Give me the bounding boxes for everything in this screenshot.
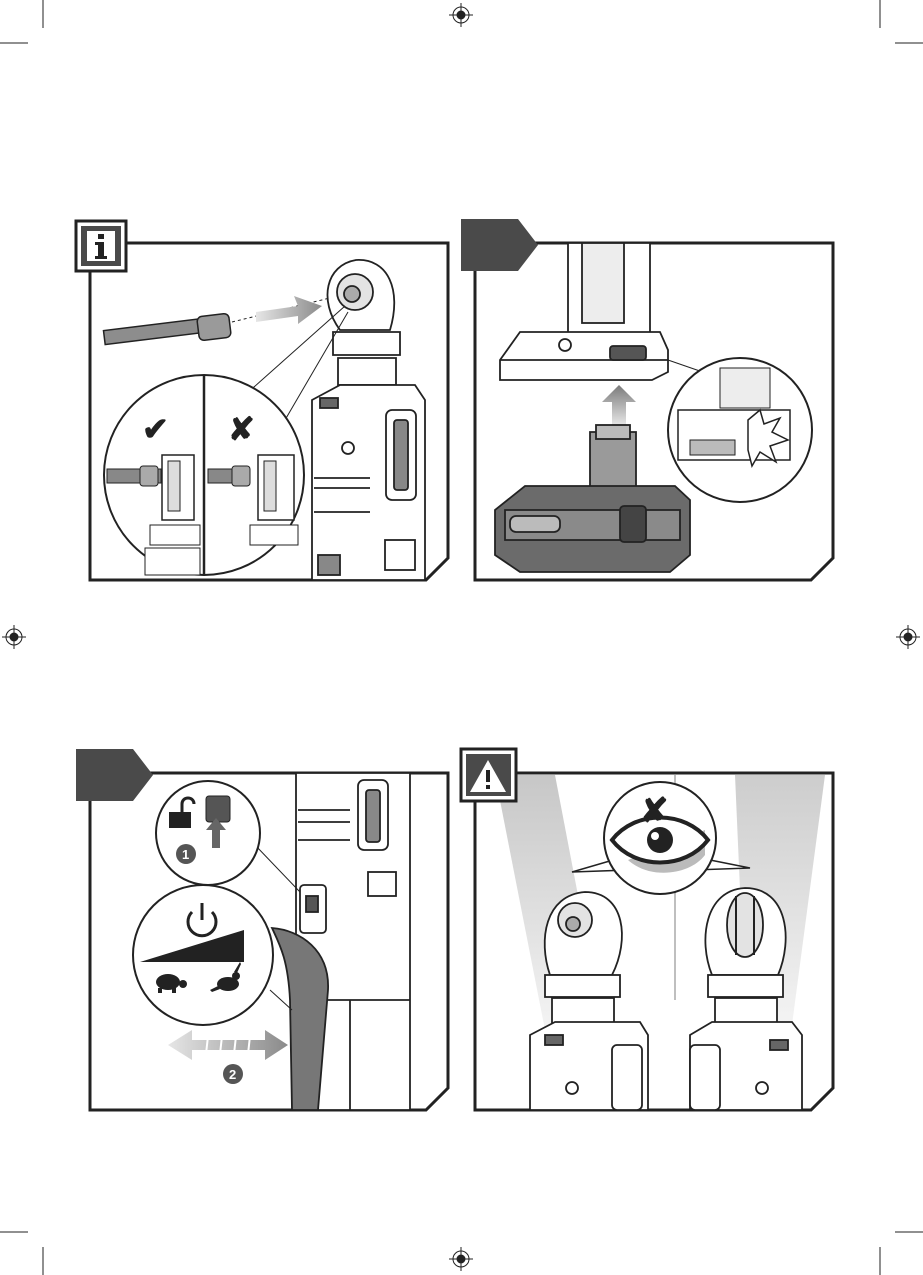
panel-info: ✔ ✘: [76, 221, 448, 580]
panel-battery: [461, 219, 833, 580]
correct-symbol: ✔: [142, 411, 169, 447]
registration-mark-bottom: [449, 1247, 473, 1271]
step-1-label: 1: [182, 847, 189, 862]
battery-detail: [668, 358, 812, 502]
registration-mark-top: [449, 3, 473, 27]
panel-warning: ✘: [461, 749, 833, 1110]
panel-switch: 1: [76, 749, 448, 1110]
forbidden-symbol: ✘: [640, 792, 669, 830]
step-2-label: 2: [229, 1067, 236, 1082]
wrong-symbol: ✘: [228, 411, 255, 447]
warning-icon: [461, 749, 516, 801]
info-icon: [76, 221, 126, 271]
registration-mark-right: [896, 625, 920, 649]
registration-mark-left: [2, 625, 26, 649]
